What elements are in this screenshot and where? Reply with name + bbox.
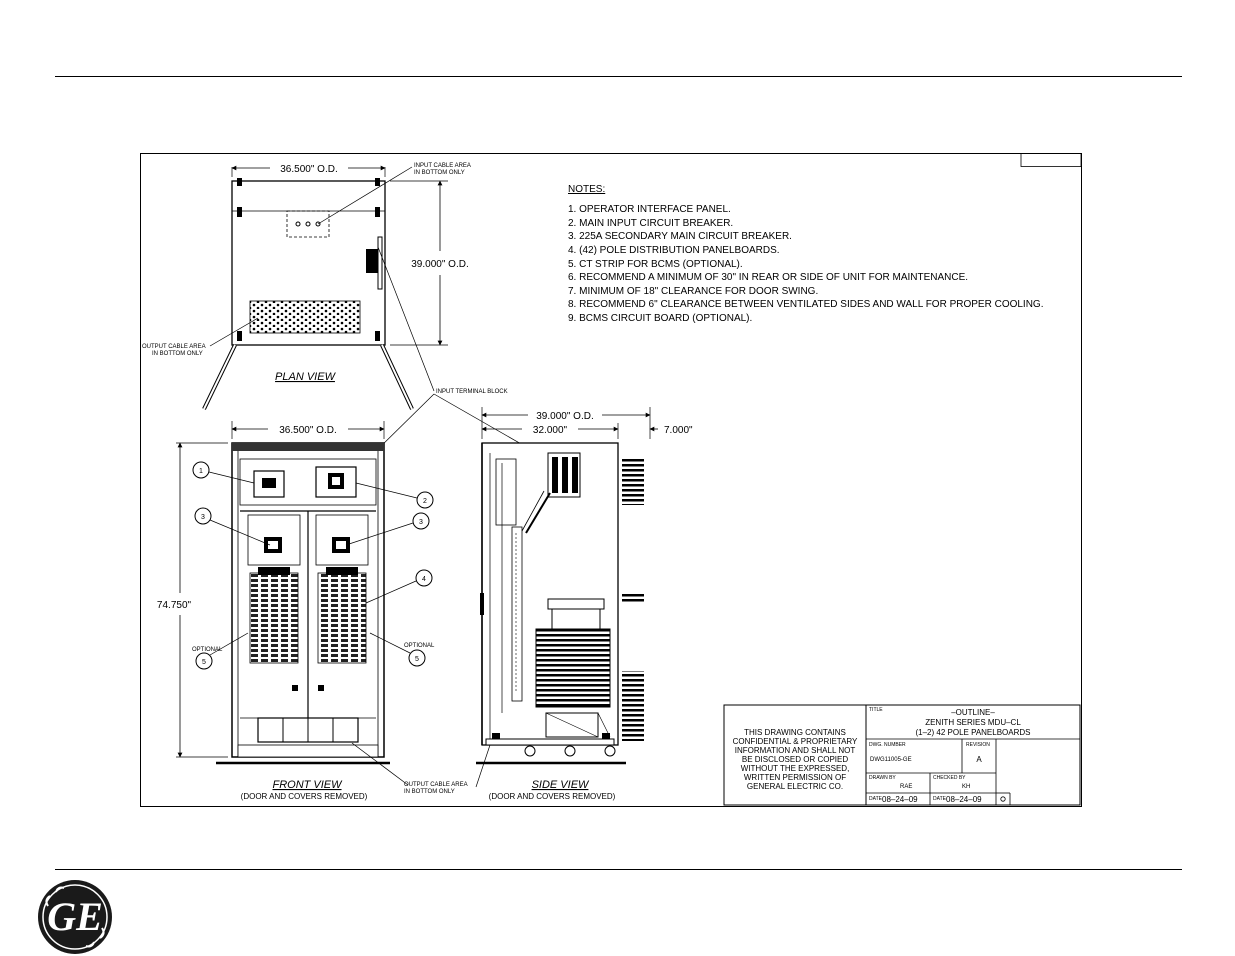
confidential-line-3: INFORMATION AND SHALL NOT	[735, 746, 856, 755]
notes-block: NOTES: 1. OPERATOR INTERFACE PANEL. 2. M…	[568, 184, 1044, 324]
plan-dim-width: 36.500" O.D.	[280, 164, 337, 175]
side-dim-od: 39.000" O.D.	[536, 411, 593, 422]
plan-view	[202, 165, 448, 410]
outline-drawing: 36.500" O.D. 39.000" O.D. INPUT CABLE AR…	[140, 153, 1082, 807]
side-view-title: SIDE VIEW	[532, 779, 590, 791]
dwg-number-label: DWG. NUMBER	[869, 742, 906, 748]
note-8: 8. RECOMMEND 6" CLEARANCE BETWEEN VENTIL…	[568, 299, 1044, 310]
confidential-line-1: THIS DRAWING CONTAINS	[744, 728, 846, 737]
confidential-line-6: WRITTEN PERMISSION OF	[744, 773, 846, 782]
title-line-2: ZENITH SERIES MDU–CL	[925, 718, 1021, 727]
plan-view-title: PLAN VIEW	[275, 371, 337, 383]
note-6: 6. RECOMMEND A MINIMUM OF 30" IN REAR OR…	[568, 272, 968, 283]
plan-output-cable-label-1: OUTPUT CABLE AREA	[142, 344, 206, 350]
title-line-1: –OUTLINE–	[951, 708, 995, 717]
plan-output-cable-label-2: IN BOTTOM ONLY	[152, 351, 203, 357]
checked-by-value: KH	[962, 784, 970, 790]
callout-2: 2	[423, 498, 427, 505]
date-drawn-label: DATE	[869, 796, 883, 802]
side-dim-clear: 7.000"	[664, 425, 693, 436]
plan-input-cable-label-1: INPUT CABLE AREA	[414, 163, 471, 169]
note-4: 4. (42) POLE DISTRIBUTION PANELBOARDS.	[568, 245, 780, 256]
plan-dim-depth: 39.000" O.D.	[411, 259, 468, 270]
plan-input-cable-label-2: IN BOTTOM ONLY	[414, 170, 465, 176]
callout-3-left: 3	[201, 514, 205, 521]
date-drawn-value: 08–24–09	[882, 795, 918, 804]
input-terminal-block-label: INPUT TERMINAL BLOCK	[436, 389, 508, 395]
bottom-rule	[55, 869, 1182, 870]
top-rule	[55, 76, 1182, 77]
note-9: 9. BCMS CIRCUIT BOARD (OPTIONAL).	[568, 313, 752, 324]
note-7: 7. MINIMUM OF 18" CLEARANCE FOR DOOR SWI…	[568, 286, 818, 297]
output-cable-bottom-label-1: OUTPUT CABLE AREA	[404, 782, 468, 788]
title-line-3: (1–2) 42 POLE PANELBOARDS	[915, 728, 1030, 737]
drawn-by-label: DRAWN BY	[869, 775, 896, 781]
dwg-number-value: DWG11005-GE	[870, 757, 912, 763]
date-checked-label: DATE	[933, 796, 947, 802]
optional-label-right: OPTIONAL	[404, 643, 435, 649]
callout-5-right: 5	[415, 656, 419, 663]
note-3: 3. 225A SECONDARY MAIN CIRCUIT BREAKER.	[568, 231, 792, 242]
note-5: 5. CT STRIP FOR BCMS (OPTIONAL).	[568, 259, 743, 270]
note-1: 1. OPERATOR INTERFACE PANEL.	[568, 204, 731, 215]
confidential-line-2: CONFIDENTIAL & PROPRIETARY	[733, 737, 858, 746]
notes-heading: NOTES:	[568, 184, 605, 195]
revision-label: REVISION	[966, 742, 990, 748]
output-cable-bottom-label-2: IN BOTTOM ONLY	[404, 789, 455, 795]
revision-value: A	[976, 755, 982, 764]
drawn-by-value: RAE	[900, 784, 912, 790]
date-checked-value: 08–24–09	[946, 795, 982, 804]
title-block	[723, 704, 1081, 806]
confidential-line-5: WITHOUT THE EXPRESSED,	[741, 764, 850, 773]
front-view	[176, 421, 434, 786]
confidential-line-7: GENERAL ELECTRIC CO.	[747, 782, 843, 791]
front-dim-width: 36.500" O.D.	[279, 425, 336, 436]
zone-tab	[1020, 153, 1082, 167]
side-view-subtitle: (DOOR AND COVERS REMOVED)	[489, 792, 616, 801]
confidential-line-4: BE DISCLOSED OR COPIED	[742, 755, 848, 764]
side-view	[475, 407, 658, 788]
ge-logo: GE	[38, 880, 112, 954]
front-dim-height: 74.750"	[157, 600, 192, 611]
ge-logo-text: GE	[47, 894, 103, 939]
callout-1: 1	[199, 468, 203, 475]
note-2: 2. MAIN INPUT CIRCUIT BREAKER.	[568, 218, 733, 229]
title-label: TITLE	[869, 707, 883, 713]
front-view-title: FRONT VIEW	[272, 779, 343, 791]
checked-by-label: CHECKED BY	[933, 775, 966, 781]
callout-3-right: 3	[419, 519, 423, 526]
front-view-subtitle: (DOOR AND COVERS REMOVED)	[241, 792, 368, 801]
optional-label-left: OPTIONAL	[192, 647, 223, 653]
callout-5-left: 5	[202, 659, 206, 666]
side-dim-inner: 32.000"	[533, 425, 568, 436]
callout-4: 4	[422, 576, 426, 583]
